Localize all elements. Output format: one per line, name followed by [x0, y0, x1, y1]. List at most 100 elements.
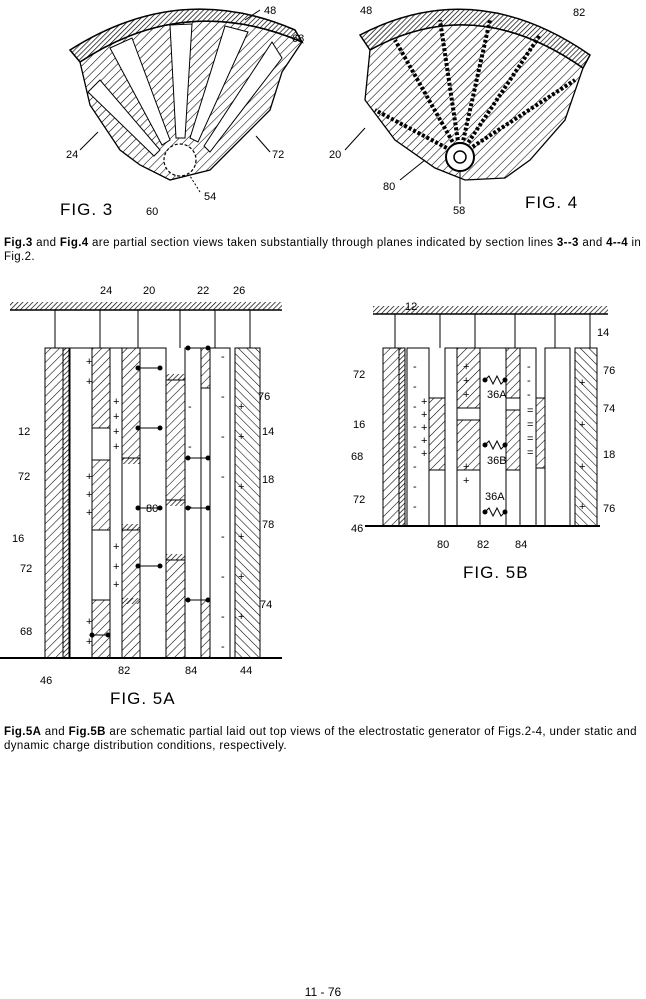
svg-text:-: - [188, 441, 192, 453]
svg-text:=: = [527, 405, 533, 417]
fig5a-label-16: 16 [12, 533, 24, 545]
svg-text:+: + [421, 448, 427, 460]
fig5a-label-68: 68 [20, 626, 32, 638]
figure-4: 48 82 20 80 58 FIG. 4 [329, 5, 591, 217]
caption-ref-fig5b: Fig.5B [68, 726, 106, 738]
fig5b-charge-signs: ----- --- +++++ +++ ++ --- ==== ++++ [413, 361, 585, 513]
svg-text:+: + [113, 426, 119, 438]
fig5a-label-72b: 72 [20, 563, 32, 575]
fig5a-hangers [54, 310, 251, 348]
fig5a-label-24: 24 [100, 285, 112, 297]
fig3-label-24: 24 [66, 149, 78, 161]
fig4-title: FIG. 4 [525, 193, 578, 212]
fig5a-label-46: 46 [40, 675, 52, 687]
figure-5a: ++ ++++ +++ +++ ++ --- ---- ---- ++++ ++… [0, 285, 282, 708]
svg-text:=: = [527, 433, 533, 445]
svg-text:+: + [463, 361, 469, 373]
svg-text:+: + [86, 489, 92, 501]
fig5b-label-36a-2: 36A [485, 491, 505, 503]
fig5b-label-46: 46 [351, 523, 363, 535]
svg-text:-: - [221, 611, 225, 623]
fig5a-charge-signs: ++ ++++ +++ +++ ++ --- ---- ---- ++++ ++… [67, 351, 244, 653]
svg-text:-: - [527, 389, 531, 401]
svg-text:+: + [463, 475, 469, 487]
fig4-label-20: 20 [329, 149, 341, 161]
fig3-label-48: 48 [264, 5, 276, 17]
fig5b-title: FIG. 5B [463, 563, 529, 582]
figure-5b: ----- --- +++++ +++ ++ --- ==== ++++ 12 … [351, 301, 615, 582]
svg-text:-: - [67, 496, 71, 508]
svg-text:+: + [86, 376, 92, 388]
fig5a-label-12: 12 [18, 426, 30, 438]
svg-text:+: + [579, 461, 585, 473]
svg-text:-: - [413, 421, 417, 433]
fig5b-label-72: 72 [353, 369, 365, 381]
svg-text:+: + [86, 616, 92, 628]
fig5a-label-80: 80 [146, 503, 158, 515]
svg-text:-: - [413, 501, 417, 513]
svg-text:-: - [188, 401, 192, 413]
svg-text:+: + [463, 461, 469, 473]
svg-text:-: - [413, 401, 417, 413]
caption-ref-section-4: 4--4 [606, 237, 628, 249]
svg-text:+: + [113, 411, 119, 423]
fig5a-segments [91, 347, 211, 659]
svg-text:-: - [413, 461, 417, 473]
svg-text:-: - [221, 351, 225, 363]
svg-text:-: - [221, 571, 225, 583]
svg-text:-: - [221, 531, 225, 543]
svg-text:+: + [421, 409, 427, 421]
fig4-spokes [374, 19, 577, 157]
figure-3: 48 68 24 72 54 60 FIG. 3 [60, 5, 304, 219]
fig5b-hangers [394, 314, 591, 348]
svg-text:+: + [463, 375, 469, 387]
fig4-label-80: 80 [383, 181, 395, 193]
fig3-title: FIG. 3 [60, 200, 113, 219]
fig5b-label-72b: 72 [353, 494, 365, 506]
fig5b-label-76b: 76 [603, 503, 615, 515]
fig3-label-72: 72 [272, 149, 284, 161]
fig5b-label-36b: 36B [487, 455, 507, 467]
caption-ref-fig3: Fig.3 [4, 237, 33, 249]
svg-text:=: = [527, 419, 533, 431]
svg-text:+: + [86, 507, 92, 519]
fig5a-title: FIG. 5A [110, 689, 176, 708]
fig5b-label-74: 74 [603, 403, 615, 415]
svg-text:-: - [413, 481, 417, 493]
fig5b-label-18: 18 [603, 449, 615, 461]
fig5a-label-72: 72 [18, 471, 30, 483]
svg-text:+: + [113, 579, 119, 591]
svg-text:+: + [86, 356, 92, 368]
fig5a-wall-left [44, 347, 64, 659]
svg-text:-: - [527, 361, 531, 373]
fig4-label-48: 48 [360, 5, 372, 17]
svg-text:+: + [421, 422, 427, 434]
svg-text:+: + [579, 377, 585, 389]
svg-text:-: - [67, 561, 71, 573]
svg-text:+: + [238, 611, 244, 623]
fig5a-label-44: 44 [240, 665, 252, 677]
fig5a-label-82: 82 [118, 665, 130, 677]
caption-figs-5a-5b: Fig.5A and Fig.5B are schematic partial … [4, 725, 642, 753]
fig5a-label-18: 18 [262, 474, 274, 486]
svg-text:+: + [238, 431, 244, 443]
fig3-vanes [87, 23, 283, 157]
fig5a-label-74: 74 [260, 599, 272, 611]
fig4-label-58: 58 [453, 205, 465, 217]
svg-text:+: + [113, 396, 119, 408]
fig5b-label-16: 16 [353, 419, 365, 431]
svg-text:+: + [238, 531, 244, 543]
fig4-body [364, 24, 584, 181]
fig3-hub [163, 143, 197, 177]
caption-ref-fig5a: Fig.5A [4, 726, 42, 738]
caption-text: in Fig.2. [4, 237, 642, 263]
svg-text:=: = [527, 447, 533, 459]
svg-text:+: + [113, 541, 119, 553]
fig5b-label-82: 82 [477, 539, 489, 551]
svg-text:+: + [238, 401, 244, 413]
fig5a-connectors [89, 345, 211, 638]
fig5a-insulator-bands [122, 374, 185, 604]
fig5b-wall-right [574, 347, 598, 527]
svg-text:-: - [221, 391, 225, 403]
fig5a-columns [69, 347, 231, 659]
